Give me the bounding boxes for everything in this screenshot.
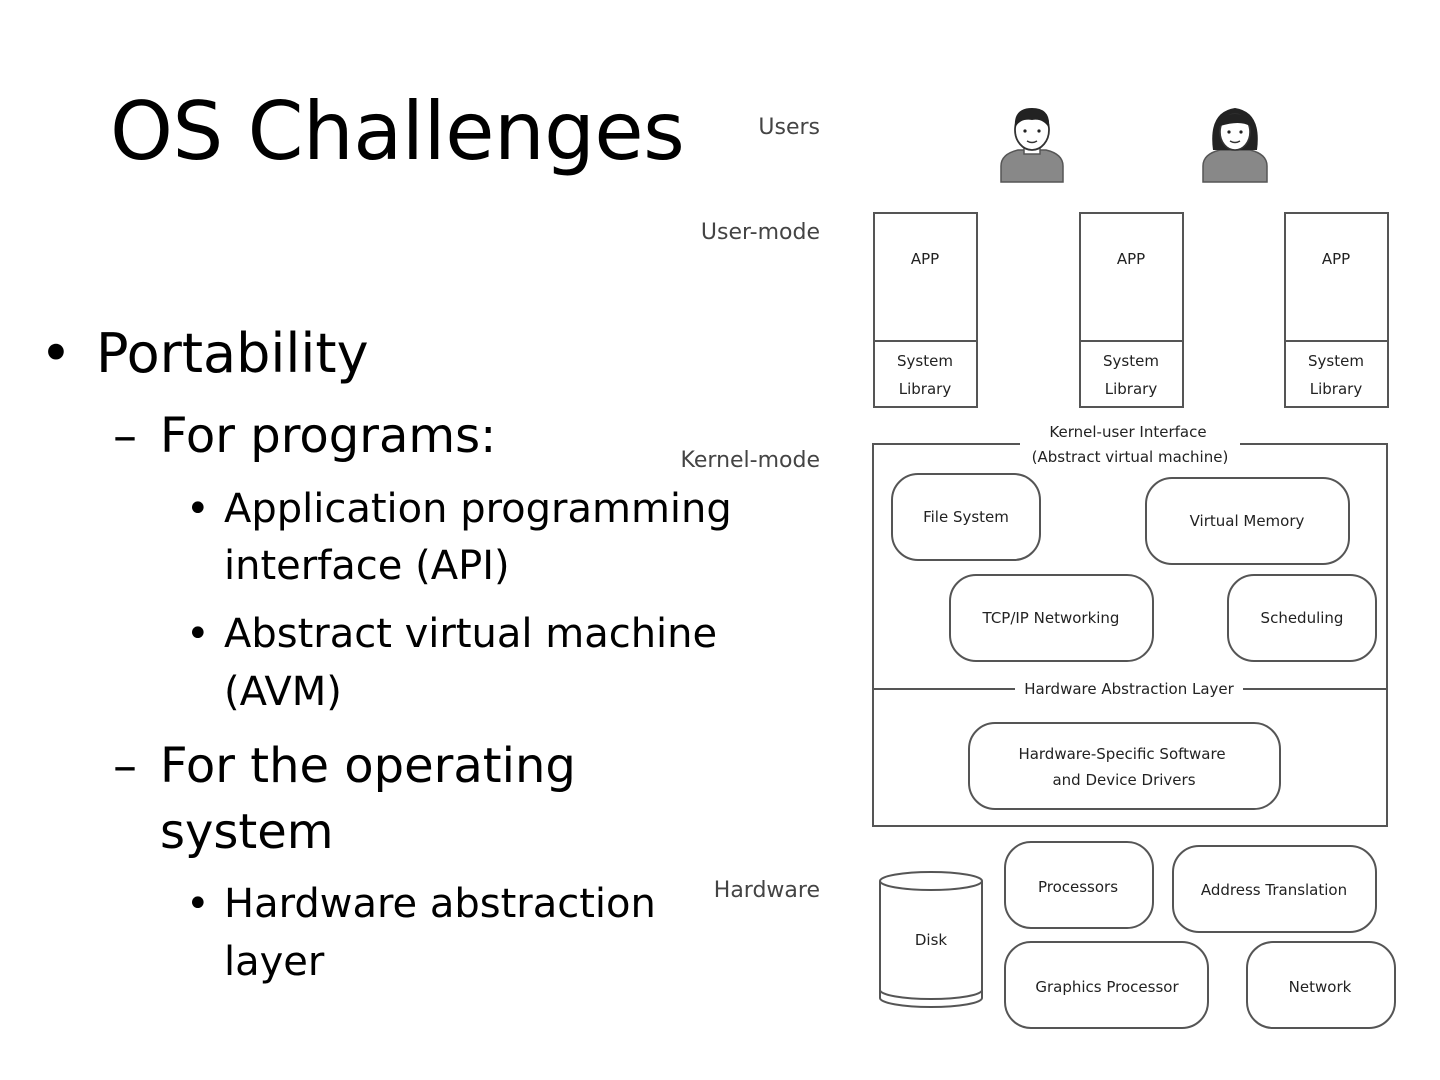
disk-label: Disk [915, 931, 948, 949]
bullet-avm-line1: Abstract virtual machine [224, 611, 718, 657]
level-label-users: Users [758, 115, 820, 140]
system-library-label: System [1308, 352, 1364, 370]
bullet-marker: • [40, 322, 72, 385]
dash-marker: – [113, 738, 137, 794]
virtual-memory-label: Virtual Memory [1190, 512, 1305, 530]
bullet-for-os-line2: system [160, 804, 334, 860]
bullet-marker: • [186, 881, 210, 927]
tcpip-networking-label: TCP/IP Networking [982, 609, 1120, 627]
system-library-label: Library [1105, 380, 1158, 398]
drivers-label-line1: Hardware-Specific Software [1018, 745, 1225, 763]
male-user-icon [1000, 108, 1064, 183]
network-label: Network [1289, 978, 1352, 996]
system-library-label: System [897, 352, 953, 370]
file-system-label: File System [923, 508, 1009, 526]
app-label: APP [1322, 250, 1350, 268]
bullet-avm-line2: (AVM) [224, 669, 342, 715]
abstract-vm-label: (Abstract virtual machine) [1032, 448, 1229, 466]
system-library-label: Library [899, 380, 952, 398]
app-label: APP [1117, 250, 1145, 268]
disk-icon [879, 871, 983, 1008]
processors-label: Processors [1038, 878, 1118, 896]
app-label: APP [911, 250, 939, 268]
bullet-hal-line2: layer [224, 939, 325, 985]
address-translation-label: Address Translation [1201, 881, 1347, 899]
system-library-label: Library [1310, 380, 1363, 398]
level-label-kernel-mode: Kernel-mode [681, 448, 820, 473]
dash-marker: – [113, 408, 137, 464]
bullet-api-line2: interface (API) [224, 543, 510, 589]
bullet-marker: • [186, 611, 210, 657]
drivers-label-line2: and Device Drivers [1052, 771, 1195, 789]
bullet-for-os-line1: For the operating [160, 738, 576, 794]
hal-label: Hardware Abstraction Layer [1024, 680, 1234, 698]
system-library-label: System [1103, 352, 1159, 370]
kernel-user-interface-label: Kernel-user Interface [1049, 423, 1206, 441]
graphics-processor-label: Graphics Processor [1035, 978, 1179, 996]
bullet-marker: • [186, 486, 210, 532]
scheduling-label: Scheduling [1261, 609, 1344, 627]
female-user-icon [1202, 108, 1268, 183]
level-label-user-mode: User-mode [701, 220, 820, 245]
bullet-for-programs: For programs: [160, 408, 497, 464]
bullet-api-line1: Application programming [224, 486, 732, 532]
bullet-hal-line1: Hardware abstraction [224, 881, 656, 927]
level-label-hardware: Hardware [714, 878, 820, 903]
bullet-portability: Portability [96, 322, 369, 385]
slide-title: OS Challenges [110, 85, 685, 178]
